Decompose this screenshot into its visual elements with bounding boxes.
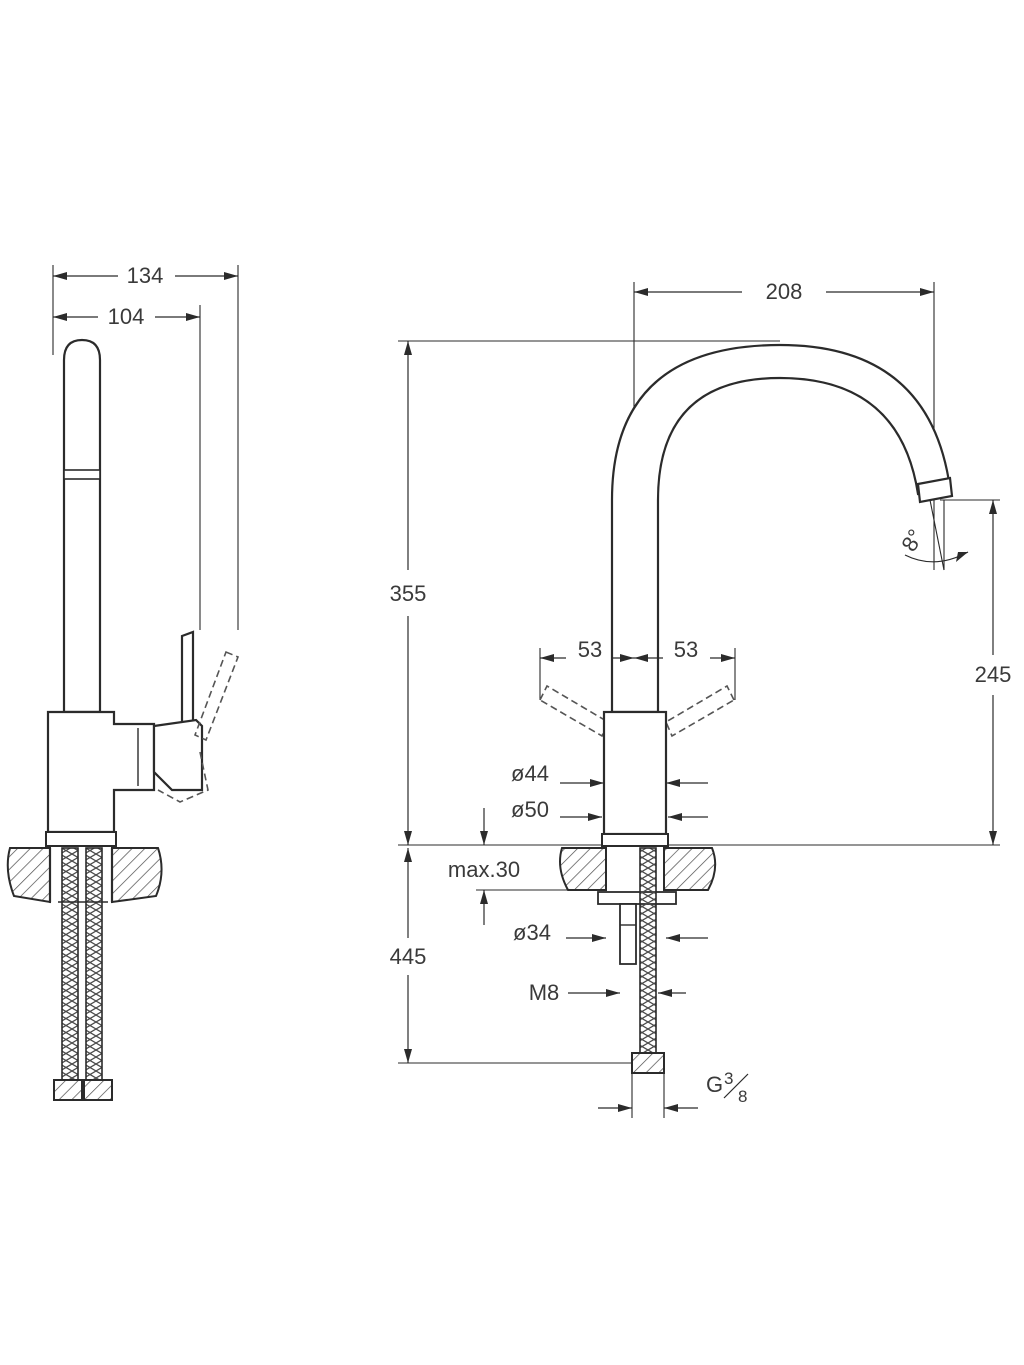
dimension-body-diameter-lower: ø50	[511, 797, 708, 822]
dimension-label-m8: M8	[529, 980, 560, 1005]
dimension-shank-diameter: ø34	[513, 920, 708, 945]
dimension-label-d34: ø34	[513, 920, 551, 945]
dimension-label-g-numerator: 3	[724, 1069, 733, 1088]
side-handle-lever	[180, 630, 195, 726]
side-countertop	[6, 847, 51, 904]
dimension-side-total-width: 134	[52, 263, 239, 630]
dimension-spout-reach: 208	[633, 279, 935, 650]
dimension-hose-length: 445	[390, 848, 632, 1064]
dimension-label-355: 355	[390, 581, 427, 606]
dimension-label-g-denominator: 8	[738, 1087, 747, 1106]
dimension-label-d44: ø44	[511, 761, 549, 786]
spray-angle-indicator: 8°	[896, 499, 969, 571]
front-hose	[639, 847, 657, 1054]
front-spout	[610, 343, 952, 714]
front-mounting-plate	[597, 891, 677, 905]
front-view: 208 355 245	[390, 279, 1012, 1118]
side-view: 134 104	[6, 263, 240, 1101]
dimension-label-53-left: 53	[578, 637, 602, 662]
front-base-ring	[601, 833, 669, 847]
side-handle-alt-position	[193, 650, 240, 742]
front-countertop-left	[559, 847, 607, 891]
front-hose-nut	[631, 1052, 665, 1074]
dimension-side-body-width: 104	[53, 304, 201, 630]
side-countertop-right	[111, 847, 163, 904]
dimension-label-445: 445	[390, 944, 427, 969]
dimension-hose-connection: G 3 8	[598, 1069, 749, 1118]
side-hose-right	[85, 847, 103, 1081]
side-base-ring	[45, 831, 117, 847]
side-aerator	[63, 469, 101, 480]
dimension-max-deck-thickness: max.30	[448, 808, 600, 925]
dimension-overall-height: 355	[390, 340, 780, 845]
side-hose-nut-right	[83, 1079, 113, 1101]
dimension-label-104: 104	[108, 304, 145, 329]
spray-angle-label: 8°	[896, 525, 928, 556]
side-spout-tube	[62, 338, 102, 714]
front-aerator	[916, 476, 954, 504]
front-handle-alt-right	[664, 684, 736, 738]
dimension-label-d50: ø50	[511, 797, 549, 822]
dimension-label-53-right: 53	[674, 637, 698, 662]
front-body	[602, 710, 668, 836]
side-handle-cap	[152, 718, 204, 792]
side-hose-left	[61, 847, 79, 1081]
dimension-handle-swing: 53 53	[539, 637, 736, 700]
dimension-label-134: 134	[127, 263, 164, 288]
side-hose-nut-left	[53, 1079, 83, 1101]
dimension-label-208: 208	[766, 279, 803, 304]
dimension-label-max30: max.30	[448, 857, 520, 882]
dimension-outlet-height: 245	[940, 499, 1012, 845]
dimension-label-245: 245	[975, 662, 1012, 687]
front-shank	[619, 903, 637, 965]
dimension-stud-thread: M8	[529, 980, 686, 1005]
front-countertop-right	[663, 847, 717, 891]
dimension-body-diameter-upper: ø44	[511, 761, 708, 787]
dimension-label-g-prefix: G	[706, 1072, 723, 1097]
front-handle-alt-left	[538, 684, 610, 738]
